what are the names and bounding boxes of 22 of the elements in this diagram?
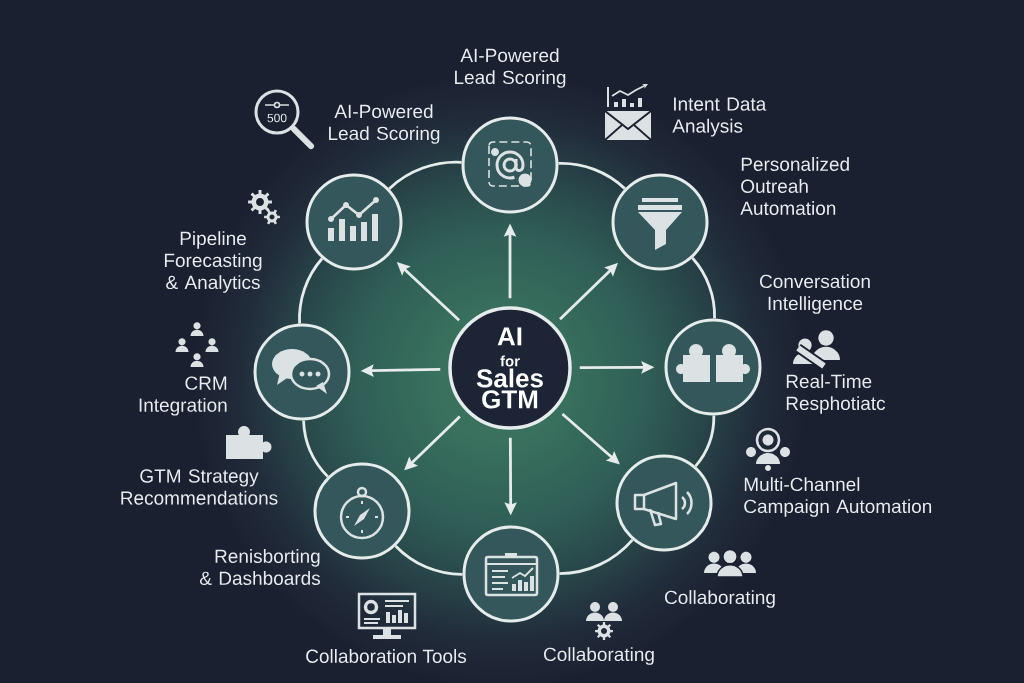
text-label: Real-Time Resphotiatc bbox=[786, 374, 886, 414]
ring-line bbox=[691, 257, 716, 319]
ring-line bbox=[559, 538, 634, 576]
text-label: Collaborating bbox=[544, 647, 654, 665]
icon-circle bbox=[462, 525, 560, 623]
ring-line bbox=[558, 162, 626, 190]
ring-line bbox=[388, 160, 462, 190]
text-label: AI-Powered Lead Scoring bbox=[329, 104, 440, 144]
text-label: GTM Strategy Recommendations bbox=[121, 469, 278, 505]
caption-text: AI-Powered Lead Scoring bbox=[455, 48, 566, 88]
icon-circle bbox=[615, 454, 713, 552]
ring-line bbox=[298, 257, 324, 324]
text-label: Renisborting & Dashboards bbox=[199, 549, 321, 585]
number-text: 500 bbox=[267, 113, 287, 123]
ring-line bbox=[302, 420, 329, 478]
text-label: Multi-Channel Campaign Automation bbox=[744, 477, 932, 517]
ring-line bbox=[694, 415, 716, 468]
icon-circle bbox=[305, 173, 403, 271]
ring-line bbox=[394, 545, 463, 576]
text-label: Pipeline Forecasting & Analytics bbox=[164, 231, 262, 293]
text-label: Personalized Outreah Automation bbox=[740, 157, 849, 215]
icon-circle bbox=[461, 116, 559, 214]
